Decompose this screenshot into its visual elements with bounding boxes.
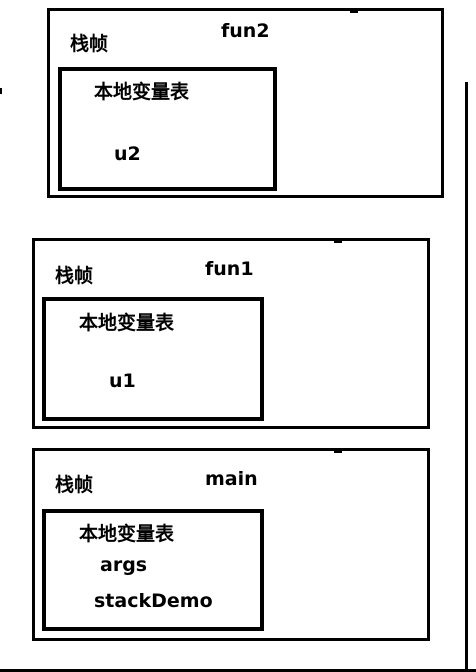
variable-name: stackDemo bbox=[94, 590, 213, 612]
local-variable-table: 本地变量表 u2 bbox=[58, 67, 277, 191]
local-variable-table: 本地变量表 u1 bbox=[42, 297, 264, 421]
frame-notch bbox=[350, 8, 358, 13]
method-name: fun2 bbox=[221, 20, 270, 42]
frame-notch bbox=[334, 238, 342, 243]
table-title: 本地变量表 bbox=[79, 523, 175, 545]
local-variable-table: 本地变量表 args stackDemo bbox=[42, 509, 264, 631]
stack-bottom-edge bbox=[0, 669, 476, 672]
frame-label: 栈帧 bbox=[55, 265, 94, 287]
variable-name: u1 bbox=[109, 370, 136, 392]
method-name: fun1 bbox=[205, 258, 254, 280]
stack-left-mark bbox=[0, 88, 2, 94]
stack-frame-main: 栈帧 main 本地变量表 args stackDemo bbox=[32, 448, 430, 641]
frame-label: 栈帧 bbox=[55, 474, 94, 496]
variable-name: args bbox=[100, 554, 148, 576]
table-title: 本地变量表 bbox=[79, 312, 175, 334]
frame-notch bbox=[334, 448, 342, 453]
method-name: main bbox=[205, 468, 258, 490]
variable-name: u2 bbox=[114, 143, 141, 165]
stack-right-edge bbox=[465, 82, 468, 672]
table-title: 本地变量表 bbox=[94, 81, 190, 103]
frame-label: 栈帧 bbox=[70, 33, 109, 55]
stack-frame-fun1: 栈帧 fun1 本地变量表 u1 bbox=[32, 238, 430, 429]
stack-frame-fun2: 栈帧 fun2 本地变量表 u2 bbox=[47, 8, 444, 198]
